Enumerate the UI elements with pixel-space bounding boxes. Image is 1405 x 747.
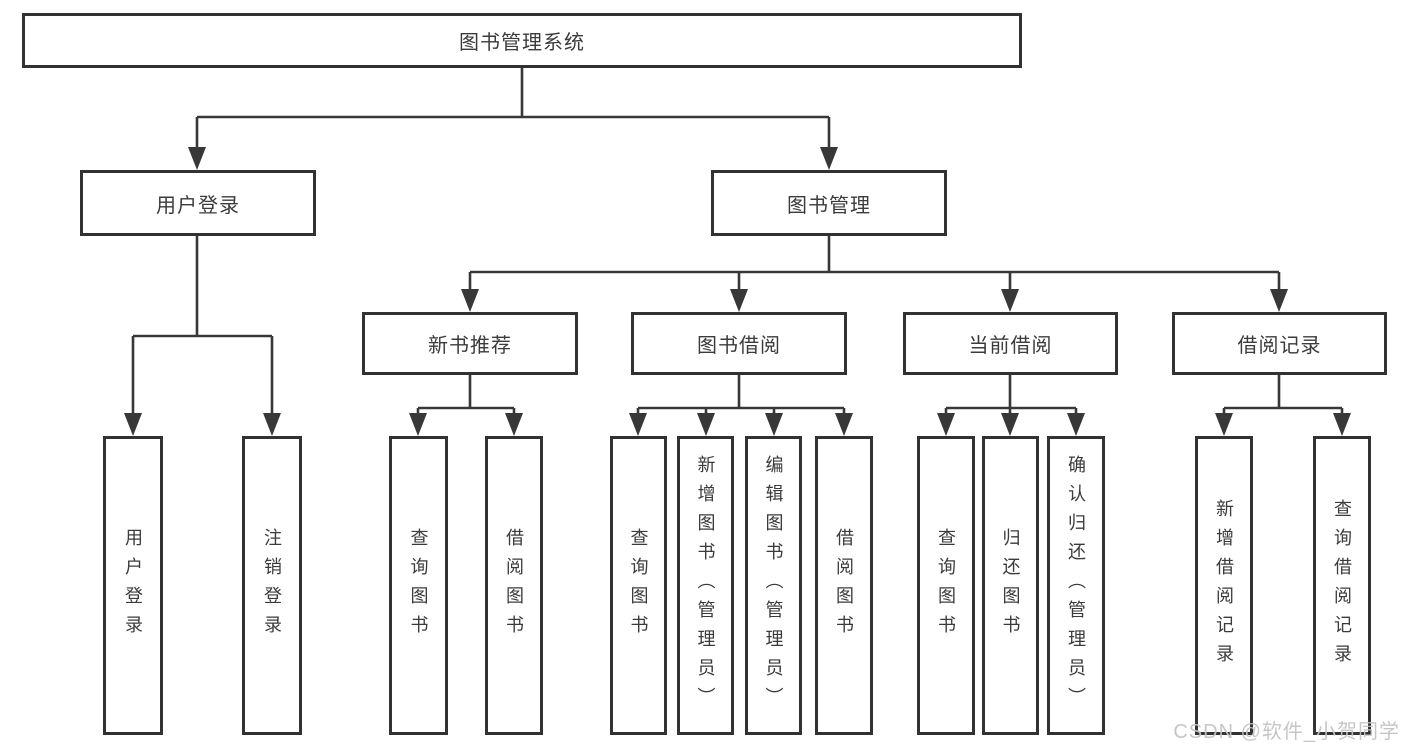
leaf-query-books-recommend-label: 查询图书 <box>408 527 429 644</box>
leaf-confirm-return-admin: 确认归还（管理员） <box>1047 436 1105 735</box>
arrowheads <box>124 147 1351 436</box>
leaf-query-borrow-record-label: 查询借阅记录 <box>1332 498 1352 673</box>
leaf-edit-books-admin: 编辑图书（管理员） <box>745 436 802 735</box>
node-current-borrowing: 当前借阅 <box>903 312 1118 375</box>
node-new-book-recommend-label: 新书推荐 <box>428 335 512 357</box>
leaf-query-books-borrowing-label: 查询图书 <box>628 527 649 644</box>
node-root: 图书管理系统 <box>22 13 1022 68</box>
leaf-query-borrow-record: 查询借阅记录 <box>1313 436 1371 735</box>
leaf-user-login-label: 用户登录 <box>123 527 143 644</box>
node-new-book-recommend: 新书推荐 <box>362 312 578 375</box>
leaf-borrow-books-borrowing: 借阅图书 <box>815 436 873 735</box>
leaf-borrow-books-borrowing-label: 借阅图书 <box>834 527 854 644</box>
leaf-logout-label: 注销登录 <box>262 527 282 644</box>
leaf-return-books-label: 归还图书 <box>1000 527 1021 644</box>
node-root-label: 图书管理系统 <box>459 32 585 54</box>
leaf-add-borrow-record: 新增借阅记录 <box>1195 436 1253 735</box>
node-user-login-branch-label: 用户登录 <box>156 194 240 217</box>
node-book-borrowing: 图书借阅 <box>631 312 847 375</box>
leaf-add-borrow-record-label: 新增借阅记录 <box>1214 498 1234 673</box>
node-current-borrowing-label: 当前借阅 <box>968 335 1053 357</box>
node-user-login-branch: 用户登录 <box>80 170 316 236</box>
leaf-query-books-borrowing: 查询图书 <box>610 436 667 735</box>
leaf-confirm-return-admin-label: 确认归还（管理员） <box>1066 455 1086 716</box>
leaf-logout: 注销登录 <box>242 436 302 735</box>
leaf-edit-books-admin-label: 编辑图书（管理员） <box>763 455 784 716</box>
leaf-return-books: 归还图书 <box>982 436 1039 735</box>
leaf-borrow-books-recommend-label: 借阅图书 <box>504 527 524 644</box>
leaf-borrow-books-recommend: 借阅图书 <box>485 436 543 735</box>
node-borrowing-records-label: 借阅记录 <box>1237 335 1322 357</box>
node-book-management-label: 图书管理 <box>787 194 871 217</box>
leaf-user-login: 用户登录 <box>103 436 163 735</box>
leaf-query-books-recommend: 查询图书 <box>389 436 448 735</box>
node-borrowing-records: 借阅记录 <box>1172 312 1387 375</box>
leaf-add-books-admin: 新增图书（管理员） <box>677 436 734 735</box>
csdn-watermark: CSDN @软件_小贺同学 <box>1173 721 1400 743</box>
node-book-management: 图书管理 <box>711 170 947 236</box>
leaf-query-books-current-label: 查询图书 <box>936 527 956 644</box>
leaf-query-books-current: 查询图书 <box>917 436 975 735</box>
node-book-borrowing-label: 图书借阅 <box>697 335 781 357</box>
leaf-add-books-admin-label: 新增图书（管理员） <box>695 455 716 716</box>
